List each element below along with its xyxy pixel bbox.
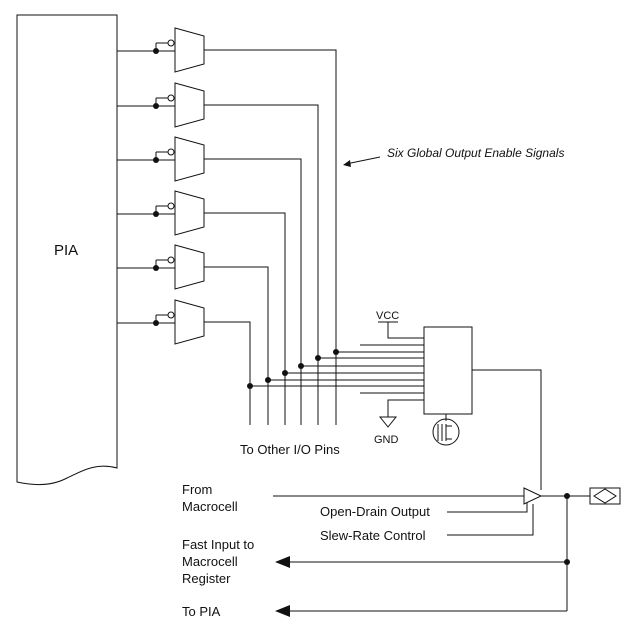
vcc-symbol: [378, 321, 424, 339]
feedback-lines: [275, 496, 570, 617]
to-other-io-label: To Other I/O Pins: [240, 442, 340, 457]
oe-select-mux: [423, 326, 473, 415]
fast-input-label-line3: Register: [182, 571, 231, 586]
oe-bus: [247, 344, 424, 394]
global-oe-label: Six Global Output Enable Signals: [387, 146, 564, 160]
mux-3: [117, 136, 205, 182]
gnd-symbol: [378, 399, 424, 428]
pia-label: PIA: [54, 242, 78, 259]
vcc-label: VCC: [376, 310, 399, 322]
slew-rate-label: Slew-Rate Control: [320, 528, 426, 543]
open-drain-line: [447, 502, 528, 513]
mux-6: [117, 299, 205, 345]
open-drain-label: Open-Drain Output: [320, 504, 430, 519]
mux-5: [117, 244, 205, 290]
oe-to-buffer-line: [472, 369, 542, 490]
mux-1: [117, 27, 205, 73]
fast-input-label-line1: Fast Input to: [182, 537, 254, 552]
from-macrocell-label-line2: Macrocell: [182, 499, 238, 514]
mux-2: [117, 82, 205, 128]
slew-rate-line: [447, 504, 534, 536]
global-oe-lines: [204, 49, 337, 425]
to-pia-label: To PIA: [182, 604, 221, 619]
eeprom-cell-icon: [432, 414, 460, 446]
from-macrocell-label-line1: From: [182, 482, 212, 497]
mux-4: [117, 190, 205, 236]
gnd-label: GND: [374, 434, 399, 446]
fast-input-label-line2: Macrocell: [182, 554, 238, 569]
pia-block: [16, 14, 118, 486]
oe-multiplexers: [117, 27, 205, 345]
output-buffer: [273, 487, 590, 505]
io-pin-icon: [589, 487, 621, 505]
global-oe-pointer: [343, 156, 381, 167]
